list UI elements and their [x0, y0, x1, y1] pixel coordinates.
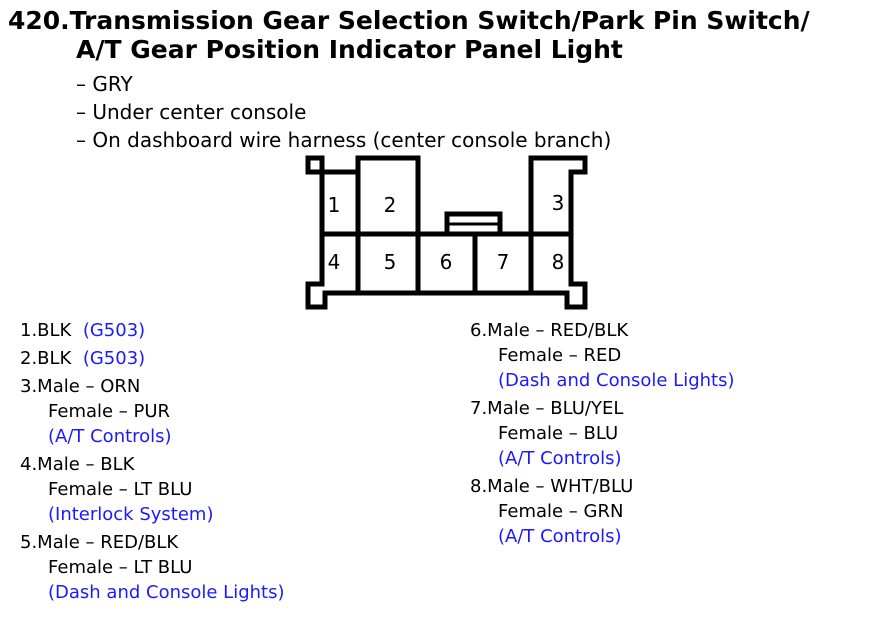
pin-head: 8.Male – WHT/BLU	[470, 476, 634, 497]
pin-label-5: 5	[384, 250, 397, 274]
pin-list-left: 1.BLK (G503) 2.BLK (G503) 3.Male – ORN F…	[20, 318, 285, 608]
pin-circuit: (A/T Controls)	[498, 448, 622, 469]
pin-label-8: 8	[552, 250, 565, 274]
pin-head: 3.Male – ORN	[20, 376, 141, 397]
pin-female: Female – LT BLU	[48, 479, 193, 500]
connector-diagram: 1 2 3 4 5 6 7 8	[305, 155, 588, 310]
pin-head: 4.Male – BLK	[20, 454, 135, 475]
note-color: – GRY	[76, 72, 133, 96]
pin-entry-4: 4.Male – BLK Female – LT BLU (Interlock …	[20, 452, 285, 527]
pin-entry-6: 6.Male – RED/BLK Female – RED (Dash and …	[470, 318, 735, 393]
pin-label-6: 6	[440, 250, 453, 274]
pin-entry-5: 5.Male – RED/BLK Female – LT BLU (Dash a…	[20, 530, 285, 605]
pin-female: Female – LT BLU	[48, 557, 193, 578]
pin-head: 5.Male – RED/BLK	[20, 532, 179, 553]
pin-entry-3: 3.Male – ORN Female – PUR (A/T Controls)	[20, 374, 285, 449]
pin-head: 7.Male – BLU/YEL	[470, 398, 624, 419]
pin-label-4: 4	[328, 250, 341, 274]
pin-label-3: 3	[552, 191, 565, 215]
pin-circuit: (Dash and Console Lights)	[498, 370, 735, 391]
pin-female: Female – BLU	[498, 423, 619, 444]
pin-circuit: (A/T Controls)	[498, 526, 622, 547]
pin-entry-2: 2.BLK (G503)	[20, 346, 285, 371]
pin-circuit: (G503)	[82, 320, 146, 341]
pin-list-right: 6.Male – RED/BLK Female – RED (Dash and …	[470, 318, 735, 552]
pin-entry-1: 1.BLK (G503)	[20, 318, 285, 343]
pin-female: Female – GRN	[498, 501, 624, 522]
pin-female: Female – RED	[498, 345, 622, 366]
pin-circuit: (Interlock System)	[48, 504, 214, 525]
title-line-1: 420.Transmission Gear Selection Switch/P…	[8, 6, 810, 35]
title-line-2: A/T Gear Position Indicator Panel Light	[76, 35, 623, 64]
pin-label-1: 1	[328, 193, 341, 217]
connector-housing	[305, 155, 588, 310]
connector-notes: – GRY – Under center console – On dashbo…	[76, 70, 611, 154]
note-harness: – On dashboard wire harness (center cons…	[76, 128, 612, 152]
pin-entry-8: 8.Male – WHT/BLU Female – GRN (A/T Contr…	[470, 474, 735, 549]
pin-label-7: 7	[497, 250, 510, 274]
pin-circuit: (A/T Controls)	[48, 426, 172, 447]
pin-head: 1.BLK	[20, 320, 72, 341]
page-title: 420.Transmission Gear Selection Switch/P…	[8, 6, 874, 64]
pin-head: 6.Male – RED/BLK	[470, 320, 629, 341]
pin-female: Female – PUR	[48, 401, 171, 422]
pin-label-2: 2	[384, 193, 397, 217]
pin-circuit: (G503)	[82, 348, 146, 369]
pin-entry-7: 7.Male – BLU/YEL Female – BLU (A/T Contr…	[470, 396, 735, 471]
note-location: – Under center console	[76, 100, 307, 124]
pin-circuit: (Dash and Console Lights)	[48, 582, 285, 603]
pin-head: 2.BLK	[20, 348, 72, 369]
